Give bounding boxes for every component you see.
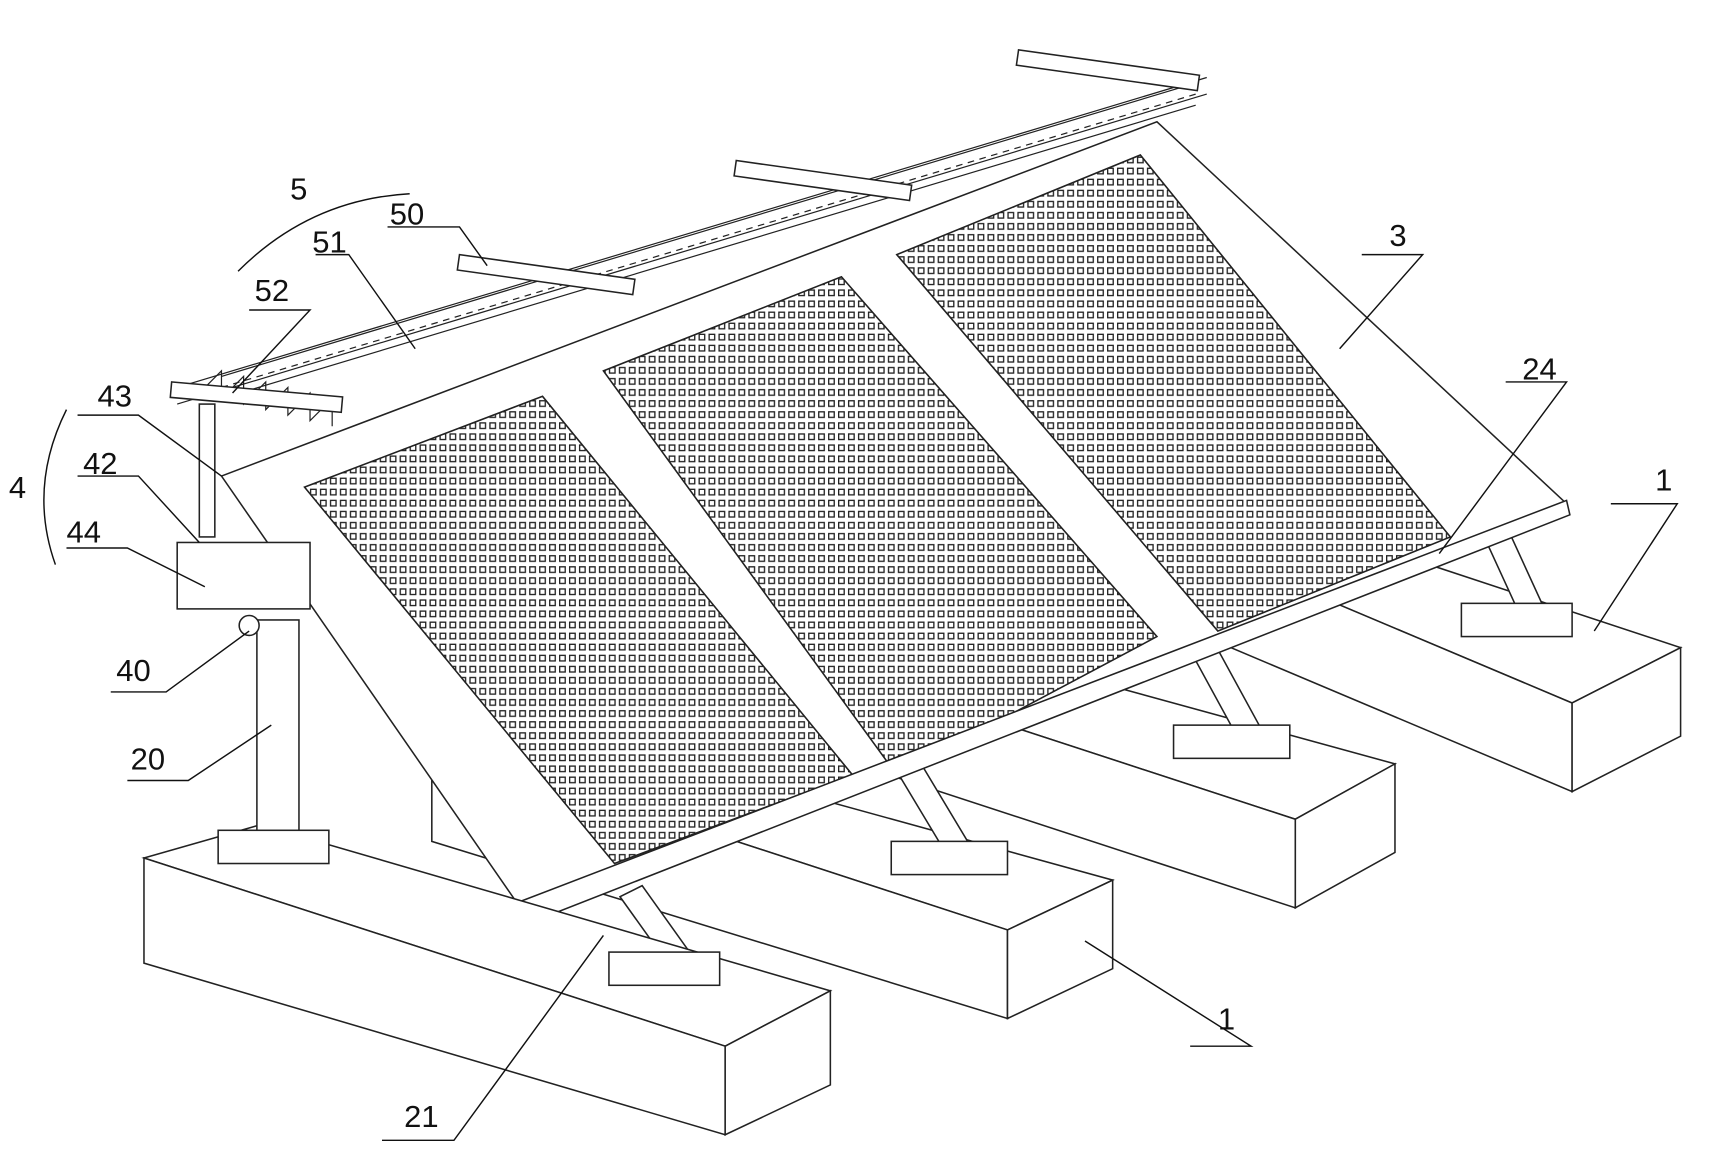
label-5: 5 [290,171,307,206]
solar-panels [303,154,1452,865]
label-24: 24 [1522,352,1556,387]
label-4: 4 [9,470,26,505]
label-52: 52 [255,273,289,308]
top-fence [169,48,1207,538]
front-post [176,541,721,987]
label-42: 42 [83,446,117,481]
label-44: 44 [66,514,100,549]
label-51: 51 [312,224,346,259]
motor-icon [238,614,260,637]
label-40: 40 [116,653,150,688]
label-20: 20 [131,741,165,776]
label-50: 50 [390,197,424,232]
label-43: 43 [97,378,131,413]
label-3: 3 [1389,218,1406,253]
label-1-middle: 1 [1218,1002,1235,1037]
label-21: 21 [404,1099,438,1134]
leader-lines [43,193,1679,1142]
label-1-right: 1 [1655,462,1672,497]
foundation-block-1 [141,823,833,1136]
